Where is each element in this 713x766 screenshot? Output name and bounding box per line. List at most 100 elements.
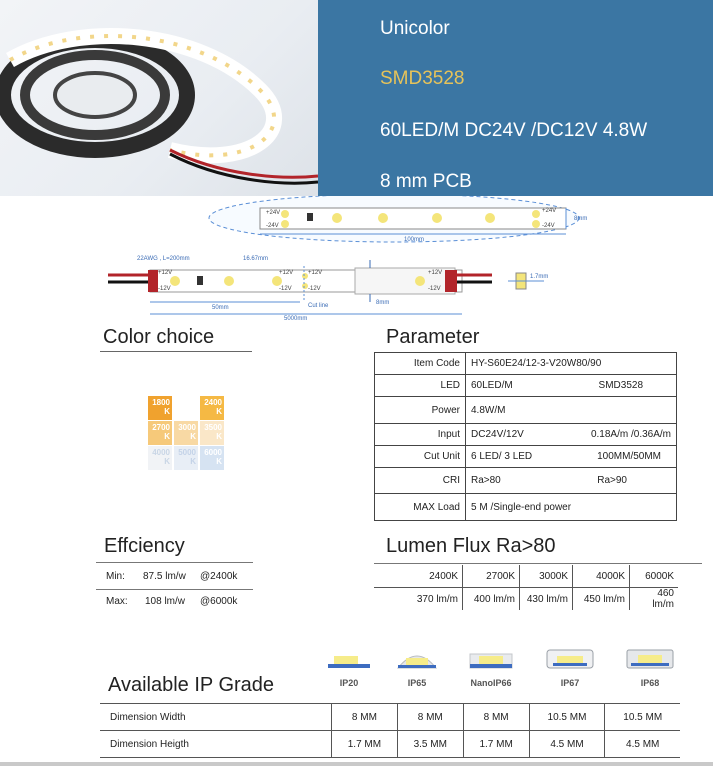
- dimension-value: 10.5 MM: [528, 703, 605, 731]
- pitch-label: 16.67mm: [243, 256, 268, 262]
- lumen-value: 400 lm/m: [462, 587, 520, 610]
- nanoip66-profile-icon: [469, 653, 513, 669]
- top-minus-label: -24V: [266, 223, 279, 229]
- color-choice-title: Color choice: [103, 326, 215, 348]
- dimension-diagram: +24V -24V +24V -24V 8mm 100mm 22AWG , L=…: [0, 193, 713, 322]
- mid-plus-label: +12V: [279, 270, 293, 276]
- mid-minus-label-2: -12V: [308, 286, 321, 292]
- dimension-value: 1.7 MM: [331, 730, 398, 758]
- table-row: 2400K 2700K 3000K 4000K 6000K: [374, 565, 678, 588]
- swatch-3500k: 3500 K: [200, 421, 224, 445]
- main-plus-label: +12V: [158, 270, 172, 276]
- mid-minus-label: -12V: [279, 286, 292, 292]
- led-type: SMD3528: [380, 68, 465, 89]
- lumen-value: 370 lm/m: [416, 593, 458, 605]
- ip67-column: IP67: [535, 648, 605, 688]
- total-length-label: 5000mm: [284, 316, 307, 320]
- lumen-value: 430 lm/m: [519, 587, 573, 610]
- efficiency-rule-top: [96, 562, 253, 563]
- product-type: Unicolor: [380, 18, 450, 39]
- wire-label: 22AWG , L=200mm: [137, 256, 190, 262]
- ip-grade-title: Available IP Grade: [108, 674, 275, 696]
- top-length-label: 100mm: [404, 237, 424, 243]
- dimension-value: 8 MM: [396, 703, 464, 731]
- pcb-width: 8 mm PCB: [380, 171, 472, 192]
- swatch-5000k: 5000 K: [174, 446, 198, 470]
- top-width-label: 8mm: [574, 216, 587, 222]
- ip68-column: IP68: [615, 648, 685, 688]
- header-spec-panel: Unicolor SMD3528 60LED/M DC24V /DC12V 4.…: [318, 0, 713, 196]
- dimension-value: 8 MM: [462, 703, 530, 731]
- cut-pitch-label: 50mm: [212, 305, 229, 311]
- lumen-value: 460 lm/m: [629, 587, 678, 610]
- swatch-1800k: 1800 K: [148, 396, 172, 420]
- table-row: Item Code HY-S60E24/12-3-V20W80/90: [374, 352, 677, 375]
- ip65-label: IP65: [407, 678, 427, 688]
- ip67-profile-icon: [546, 649, 594, 669]
- lumen-temp: 6000K: [629, 565, 678, 588]
- efficiency-min-row: Min: 87.5 lm/w @2400k: [106, 571, 238, 582]
- param-value: 5 M /Single-end power: [465, 493, 677, 521]
- ip65-profile-icon: [396, 655, 438, 669]
- swatch-2400k: 2400 K: [200, 396, 224, 420]
- lumen-value: 450 lm/m: [572, 587, 630, 610]
- spec-line: 60LED/M DC24V /DC12V 4.8W: [380, 120, 648, 141]
- top-plus-label-right: +24V: [542, 208, 556, 214]
- top-plus-label: +24V: [266, 210, 280, 216]
- swatch-3000k: 3000 K: [174, 421, 198, 445]
- parameter-table: Item Code HY-S60E24/12-3-V20W80/90 LED 6…: [374, 352, 677, 521]
- lumen-temp: 3000K: [519, 565, 573, 588]
- ip65-column: IP65: [382, 648, 452, 688]
- dimension-value: 4.5 MM: [528, 730, 605, 758]
- top-minus-label-right: -24V: [542, 223, 555, 229]
- dimension-label: Dimension Width: [100, 703, 332, 731]
- dimension-label: Dimension Heigth: [100, 730, 332, 758]
- table-row: Dimension Width 8 MM 8 MM 8 MM 10.5 MM 1…: [100, 703, 680, 731]
- param-label: CRI: [374, 467, 466, 494]
- color-choice-underline: [100, 351, 252, 352]
- dimension-value: 3.5 MM: [396, 730, 464, 758]
- ip20-label: IP20: [339, 678, 359, 688]
- end-plus-label: +12V: [428, 270, 442, 276]
- param-label: Power: [374, 396, 466, 424]
- efficiency-rule-mid: [96, 589, 253, 590]
- nanoip66-label: NanoIP66: [470, 678, 512, 688]
- table-row: Power 4.8W/M: [374, 396, 677, 424]
- lumen-temp: 2700K: [462, 565, 520, 588]
- lumen-rule-top: [374, 563, 702, 564]
- ip-dimension-table: Dimension Width 8 MM 8 MM 8 MM 10.5 MM 1…: [100, 703, 680, 758]
- table-row: 370 lm/m 400 lm/m 430 lm/m 450 lm/m 460 …: [374, 587, 678, 610]
- param-label: MAX Load: [374, 493, 466, 521]
- efficiency-max-row: Max: 108 lm/w @6000k: [106, 596, 238, 607]
- parameter-title: Parameter: [386, 326, 480, 348]
- dimension-value: 4.5 MM: [604, 730, 680, 758]
- lumen-temp: 4000K: [572, 565, 630, 588]
- ip20-profile-icon: [328, 656, 370, 668]
- lumen-table: 2400K 2700K 3000K 4000K 6000K 370 lm/m 4…: [374, 565, 678, 610]
- lumen-temp: 2400K: [374, 565, 463, 588]
- param-label: LED: [374, 374, 466, 397]
- main-minus-label: -12V: [158, 286, 171, 292]
- swatch-4000k: 4000 K: [148, 446, 172, 470]
- cut-line-label: Cut line: [308, 303, 329, 309]
- swatch-6000k: 6000 K: [200, 446, 224, 470]
- led-strip-reel-image: [0, 28, 318, 185]
- efficiency-title: Effciency: [104, 535, 185, 557]
- ip68-label: IP68: [640, 678, 660, 688]
- thickness-label: 1.7mm: [530, 274, 548, 280]
- dimension-value: 1.7 MM: [462, 730, 530, 758]
- ip20-column: IP20: [314, 648, 384, 688]
- product-photo: [0, 0, 318, 196]
- param-value: HY-S60E24/12-3-V20W80/90: [465, 352, 677, 375]
- table-row: MAX Load 5 M /Single-end power: [374, 493, 677, 521]
- param-label: Item Code: [374, 352, 466, 375]
- main-width-label: 8mm: [376, 300, 389, 306]
- param-label: Cut Unit: [374, 445, 466, 468]
- param-value: 4.8W/M: [465, 396, 677, 424]
- dimension-value: 10.5 MM: [604, 703, 680, 731]
